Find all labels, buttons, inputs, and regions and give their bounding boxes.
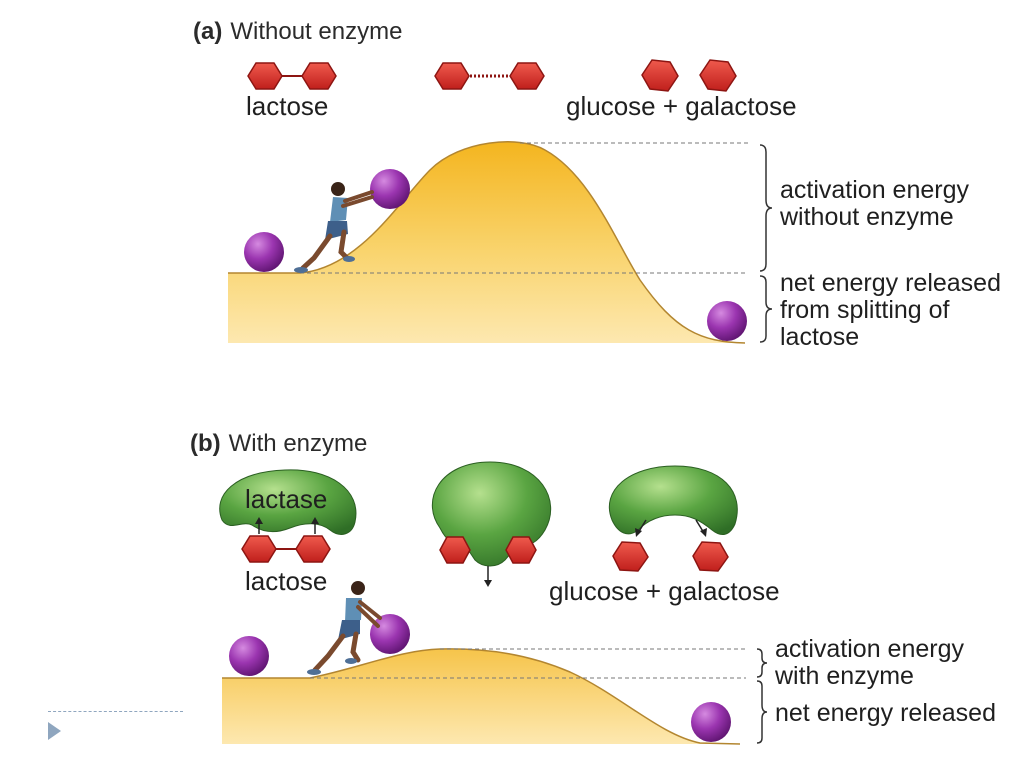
lactose-molecule-b-icon xyxy=(241,535,331,563)
ball-pushed-b-icon xyxy=(370,614,410,654)
ball-start-b-icon xyxy=(229,636,269,676)
glucose-galactose-b-icon xyxy=(612,541,729,572)
panel-b-heading: (b) With enzyme xyxy=(190,430,367,458)
panel-b-title: With enzyme xyxy=(228,430,368,457)
activation-bracket xyxy=(759,144,773,272)
breaking-lactose-icon xyxy=(434,62,545,90)
products-label-b: glucose + galactose xyxy=(549,576,780,606)
net-energy-bracket-b xyxy=(756,680,768,744)
enzyme-substrate-complex-icon xyxy=(431,461,552,587)
ball-end-icon xyxy=(707,301,747,341)
slide-divider xyxy=(48,711,183,712)
ball-pushed-icon xyxy=(370,169,410,209)
panel-a-title: Without enzyme xyxy=(230,18,403,45)
activation-bracket-b xyxy=(756,648,768,678)
person-pushing-icon xyxy=(294,182,374,273)
lactose-molecule-icon xyxy=(247,62,337,90)
energy-hill-with-enzyme xyxy=(222,648,740,744)
person-pushing-b-icon xyxy=(307,581,382,675)
products-label: glucose + galactose xyxy=(566,91,797,121)
enzyme-released-icon xyxy=(608,465,738,537)
panel-a-letter: (a) xyxy=(193,18,223,45)
net-energy-label: net energy released from splitting of la… xyxy=(780,269,1001,351)
ball-end-b-icon xyxy=(691,702,731,742)
lactose-label: lactose xyxy=(246,91,329,121)
lactase-label: lactase xyxy=(245,484,328,514)
lactose-label-b: lactose xyxy=(245,566,328,596)
net-energy-bracket xyxy=(759,275,773,343)
slide-play-arrow-icon[interactable] xyxy=(48,722,61,740)
energy-hill-without-enzyme xyxy=(228,141,745,343)
ball-start-icon xyxy=(244,232,284,272)
glucose-galactose-icon xyxy=(641,59,737,92)
activation-energy-label-b: activation energy with enzyme xyxy=(775,635,965,690)
panel-b-letter: (b) xyxy=(190,430,221,457)
lactase-enzyme-icon xyxy=(219,469,357,535)
net-energy-label-b: net energy released xyxy=(775,699,996,727)
activation-energy-label: activation energy without enzyme xyxy=(780,176,970,231)
panel-a-heading: (a) Without enzyme xyxy=(193,18,402,46)
